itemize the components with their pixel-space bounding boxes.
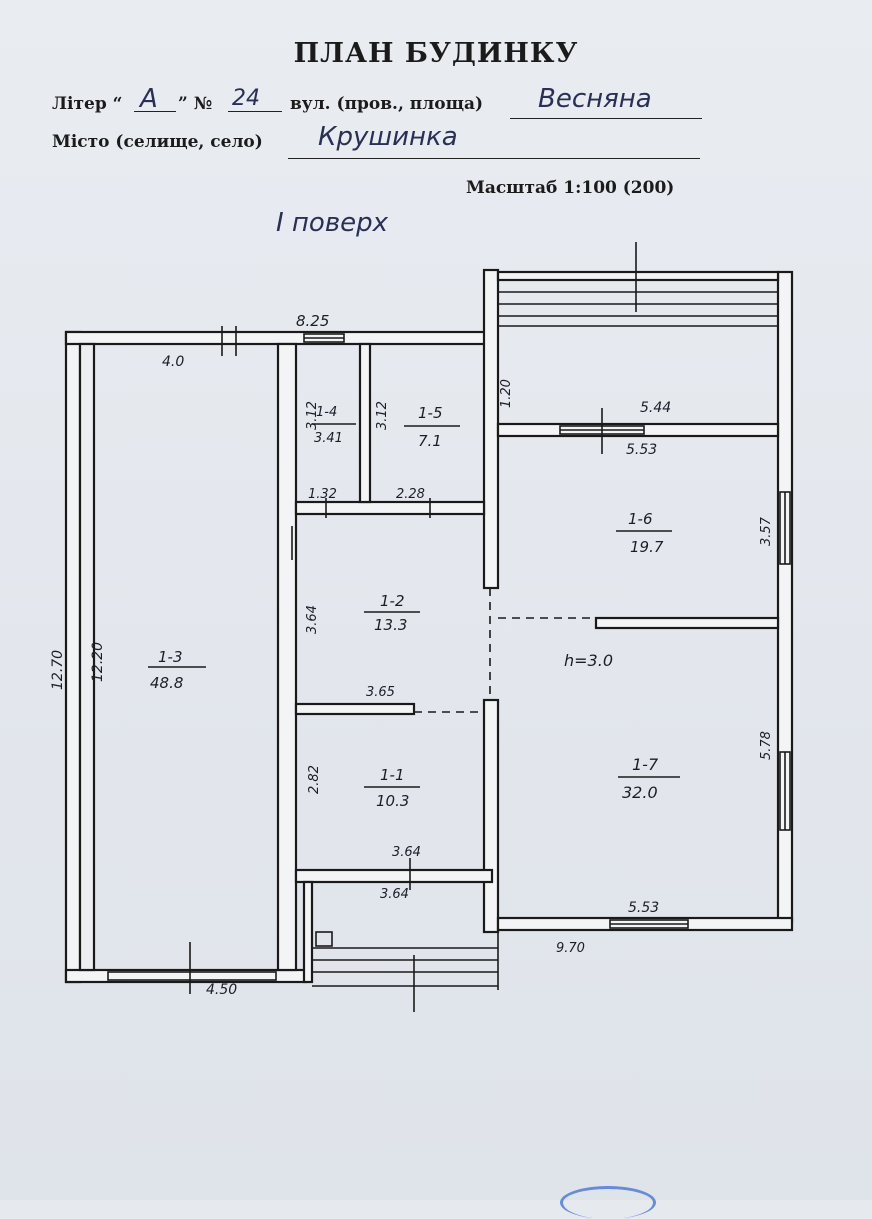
floor-label: I поверх [276, 208, 389, 238]
ceiling-height: h=3.0 [564, 651, 613, 670]
street-value: Весняна [538, 84, 652, 114]
windows [107, 333, 791, 981]
liter-label: Літер “ [52, 94, 123, 114]
room-1-6-area: 19.7 [630, 538, 664, 556]
room-1-2-area: 13.3 [374, 616, 407, 634]
room-1-5-id: 1-5 [418, 404, 443, 422]
dim-1-20: 1.20 [499, 379, 514, 408]
room-1-5-area: 7.1 [418, 432, 442, 450]
dim-5-53-b: 5.53 [628, 900, 659, 916]
dim-8-25: 8.25 [296, 312, 329, 330]
dim-3-57: 3.57 [759, 516, 774, 546]
dim-9-70: 9.70 [556, 941, 585, 956]
dim-2-28: 2.28 [396, 487, 425, 502]
liter-underline [134, 111, 176, 112]
room-1-3-id: 1-3 [158, 648, 183, 666]
dim-5-53-a: 5.53 [626, 442, 657, 458]
dim-5-44: 5.44 [640, 400, 671, 416]
scale-text: Масштаб 1:100 (200) [466, 178, 675, 198]
doors [189, 326, 603, 994]
room-1-1-area: 10.3 [376, 792, 409, 810]
number-label: ” № [178, 94, 213, 114]
dimension-labels: 8.25 4.0 12.70 12.20 3.12 3.12 1.32 2.28… [50, 312, 774, 998]
room-1-4-id: 1-4 [316, 405, 337, 420]
dim-3-64-b: 3.64 [392, 845, 421, 860]
room-1-4-area: 3.41 [314, 431, 343, 446]
dim-3-65: 3.65 [366, 685, 395, 700]
room-1-7-id: 1-7 [632, 755, 659, 774]
number-value: 24 [232, 86, 260, 111]
stamp-seal [560, 1186, 656, 1219]
room-1-1-id: 1-1 [380, 766, 405, 784]
street-underline [510, 118, 702, 119]
dim-12-20: 12.20 [90, 642, 106, 682]
dim-4-50: 4.50 [206, 982, 237, 998]
dim-5-78: 5.78 [759, 731, 774, 760]
room-labels: 1-3 48.8 1-4 3.41 1-5 7.1 1-2 13.3 1-1 1… [148, 404, 680, 810]
dim-1-32: 1.32 [308, 487, 337, 502]
dim-2-82: 2.82 [307, 765, 322, 794]
liter-value: А [140, 84, 158, 114]
dim-4-0: 4.0 [162, 354, 184, 370]
outer-walls [64, 268, 794, 984]
city-value: Крушинка [318, 122, 458, 152]
room-1-3-area: 48.8 [150, 674, 183, 692]
city-underline [288, 158, 700, 159]
room-1-6-id: 1-6 [628, 510, 653, 528]
room-1-2-id: 1-2 [380, 592, 405, 610]
dim-3-64-a: 3.64 [305, 605, 320, 634]
room-1-7-area: 32.0 [622, 783, 658, 802]
number-underline [228, 111, 282, 112]
bottom-entrance-steps [312, 930, 499, 1012]
city-label: Місто (селище, село) [52, 132, 263, 152]
street-label: вул. (пров., площа) [290, 94, 484, 114]
dim-3-12-a: 3.12 [305, 401, 320, 430]
dim-12-70: 12.70 [50, 650, 66, 690]
top-porch-steps [498, 242, 778, 327]
dim-3-12-b: 3.12 [375, 401, 390, 430]
dim-3-64-c: 3.64 [380, 887, 409, 902]
page-title: ПЛАН БУДИНКУ [293, 38, 579, 69]
